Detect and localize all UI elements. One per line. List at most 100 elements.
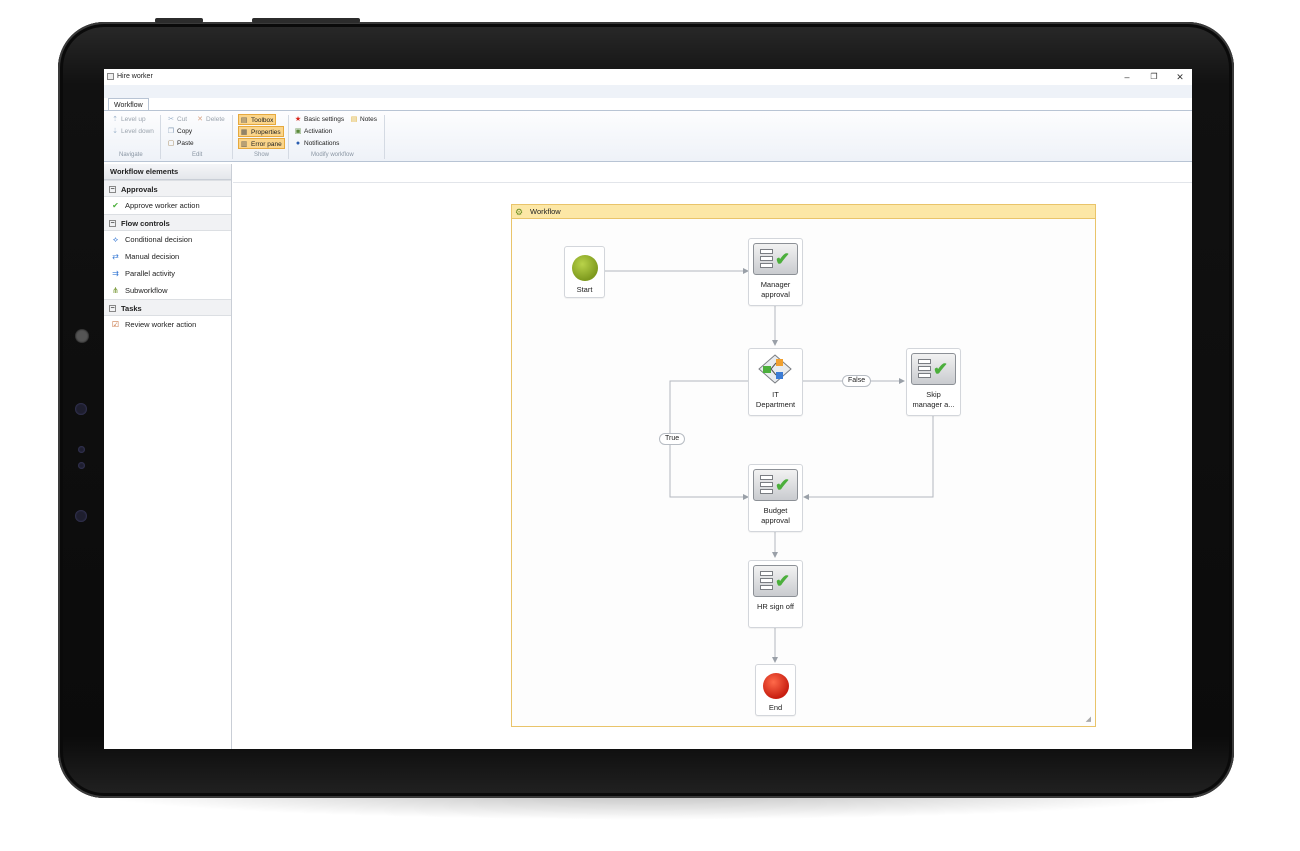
node-label: End <box>768 703 783 712</box>
sensor <box>78 446 85 453</box>
ribbon-separator <box>384 115 385 159</box>
category-approvals[interactable]: − Approvals <box>104 180 231 197</box>
ribbon-separator <box>160 115 161 159</box>
toolbox-item-parallel-activity[interactable]: ⇉ Parallel activity <box>112 269 176 278</box>
node-label: manager a... <box>912 400 955 409</box>
subworkflow-icon: ⋔ <box>112 286 119 295</box>
ribbon: ⇡Level up ⇣Level down Navigate ✂Cut ✕Del… <box>104 110 1192 162</box>
end-icon <box>763 673 789 699</box>
workflow-canvas[interactable]: ⚙ Workflow <box>233 164 1192 749</box>
node-label: Department <box>755 400 796 409</box>
edge-label-false[interactable]: False <box>842 375 872 387</box>
group-label-modify-workflow: Modify workflow <box>311 152 354 158</box>
power-button <box>252 18 360 23</box>
collapse-icon[interactable]: − <box>109 305 116 312</box>
cut-button[interactable]: ✂Cut <box>168 116 188 123</box>
toolbox-icon: ▤ <box>240 117 248 124</box>
delete-button[interactable]: ✕Delete <box>197 116 225 123</box>
level-down-button[interactable]: ⇣Level down <box>112 128 154 135</box>
level-up-button[interactable]: ⇡Level up <box>112 116 146 123</box>
node-start[interactable]: Start <box>564 246 605 298</box>
node-label: approval <box>761 516 790 525</box>
panel-title: Workflow elements <box>104 164 231 180</box>
node-it-department[interactable]: IT Department <box>748 348 803 416</box>
activation-button[interactable]: ▣Activation <box>294 128 333 135</box>
node-manager-approval[interactable]: ✔ Manager approval <box>748 238 803 306</box>
ribbon-separator <box>232 115 233 159</box>
window-title: Hire worker <box>117 73 153 80</box>
camera <box>75 329 89 343</box>
copy-button[interactable]: ❐Copy <box>167 128 193 135</box>
scissors-icon: ✂ <box>168 116 174 123</box>
node-label: HR sign off <box>757 602 794 611</box>
node-label: Manager <box>760 280 791 289</box>
node-budget-approval[interactable]: ✔ Budget approval <box>748 464 803 532</box>
approval-icon: ✔ <box>112 201 119 210</box>
close-button[interactable]: ✕ <box>1176 72 1184 82</box>
edge-skip-budget <box>803 415 934 500</box>
restore-button[interactable]: ❐ <box>1150 72 1158 81</box>
conditional-decision-icon <box>758 354 792 384</box>
approval-task-icon: ✔ <box>911 353 956 385</box>
edge-label-true[interactable]: True <box>659 433 686 445</box>
error-pane-icon: ▥ <box>240 141 248 148</box>
node-label: Skip <box>926 390 941 399</box>
sensor <box>78 462 85 469</box>
volume-button <box>155 18 203 23</box>
group-label-navigate: Navigate <box>119 152 143 158</box>
manual-decision-icon: ⇄ <box>112 252 119 261</box>
star-icon: ★ <box>294 116 302 123</box>
collapse-icon[interactable]: − <box>109 186 116 193</box>
properties-toggle[interactable]: ▦Properties <box>238 126 284 137</box>
conditional-decision-icon: ⟡ <box>112 235 119 244</box>
node-label: Start <box>576 285 593 294</box>
parallel-activity-icon: ⇉ <box>112 269 119 278</box>
paste-button[interactable]: ▢Paste <box>167 140 194 147</box>
basic-settings-button[interactable]: ★Basic settings <box>294 116 345 123</box>
toolbox-item-manual-decision[interactable]: ⇄ Manual decision <box>112 252 180 261</box>
toolbox-toggle[interactable]: ▤Toolbox <box>238 114 277 125</box>
toolbox-item-review-worker-action[interactable]: ☑ Review worker action <box>111 320 197 329</box>
task-icon: ☑ <box>111 320 120 329</box>
toolbox-item-approve-worker-action[interactable]: ✔ Approve worker action <box>112 201 200 210</box>
sensor <box>75 403 87 415</box>
canvas-breadcrumb-strip <box>233 164 1192 183</box>
title-bar: Hire worker – ❐ ✕ <box>104 69 1192 85</box>
node-label: approval <box>761 290 790 299</box>
workflow-header: ⚙ Workflow <box>512 205 1095 219</box>
toolbox-item-conditional-decision[interactable]: ⟡ Conditional decision <box>112 235 193 244</box>
workflow-elements-panel: Workflow elements − Approvals ✔ Approve … <box>104 164 232 749</box>
info-icon: ● <box>295 140 301 147</box>
category-tasks[interactable]: − Tasks <box>104 299 231 316</box>
node-label: Budget <box>763 506 788 515</box>
copy-icon: ❐ <box>167 128 175 135</box>
category-flow-controls[interactable]: − Flow controls <box>104 214 231 231</box>
approval-task-icon: ✔ <box>753 469 798 501</box>
app-icon <box>107 73 114 80</box>
ribbon-separator <box>288 115 289 159</box>
tab-workflow[interactable]: Workflow <box>108 98 149 111</box>
node-skip-manager-approval[interactable]: ✔ Skip manager a... <box>906 348 961 416</box>
toolbox-item-subworkflow[interactable]: ⋔ Subworkflow <box>112 286 168 295</box>
approval-task-icon: ✔ <box>753 243 798 275</box>
error-pane-toggle[interactable]: ▥Error pane <box>238 138 285 149</box>
collapse-icon[interactable]: − <box>109 220 116 227</box>
node-hr-sign-off[interactable]: ✔ HR sign off <box>748 560 803 628</box>
paste-icon: ▢ <box>167 140 175 147</box>
group-label-edit: Edit <box>192 152 203 158</box>
workflow-container[interactable]: ⚙ Workflow <box>511 204 1096 727</box>
activation-icon: ▣ <box>294 128 302 135</box>
app-window: Hire worker – ❐ ✕ Workflow ⇡Level up ⇣Le… <box>104 69 1192 749</box>
ribbon-tab-strip <box>104 85 1192 98</box>
minimize-button[interactable]: – <box>1124 72 1130 82</box>
node-label: IT <box>772 390 779 399</box>
notifications-button[interactable]: ●Notifications <box>295 140 340 147</box>
properties-icon: ▦ <box>240 129 248 136</box>
notes-button[interactable]: ▤Notes <box>350 116 377 123</box>
approval-task-icon: ✔ <box>753 565 798 597</box>
level-up-icon: ⇡ <box>112 116 118 123</box>
notes-icon: ▤ <box>350 116 358 123</box>
resize-grip-icon[interactable]: ◢ <box>1085 716 1091 723</box>
node-end[interactable]: End <box>755 664 796 716</box>
level-down-icon: ⇣ <box>112 128 118 135</box>
